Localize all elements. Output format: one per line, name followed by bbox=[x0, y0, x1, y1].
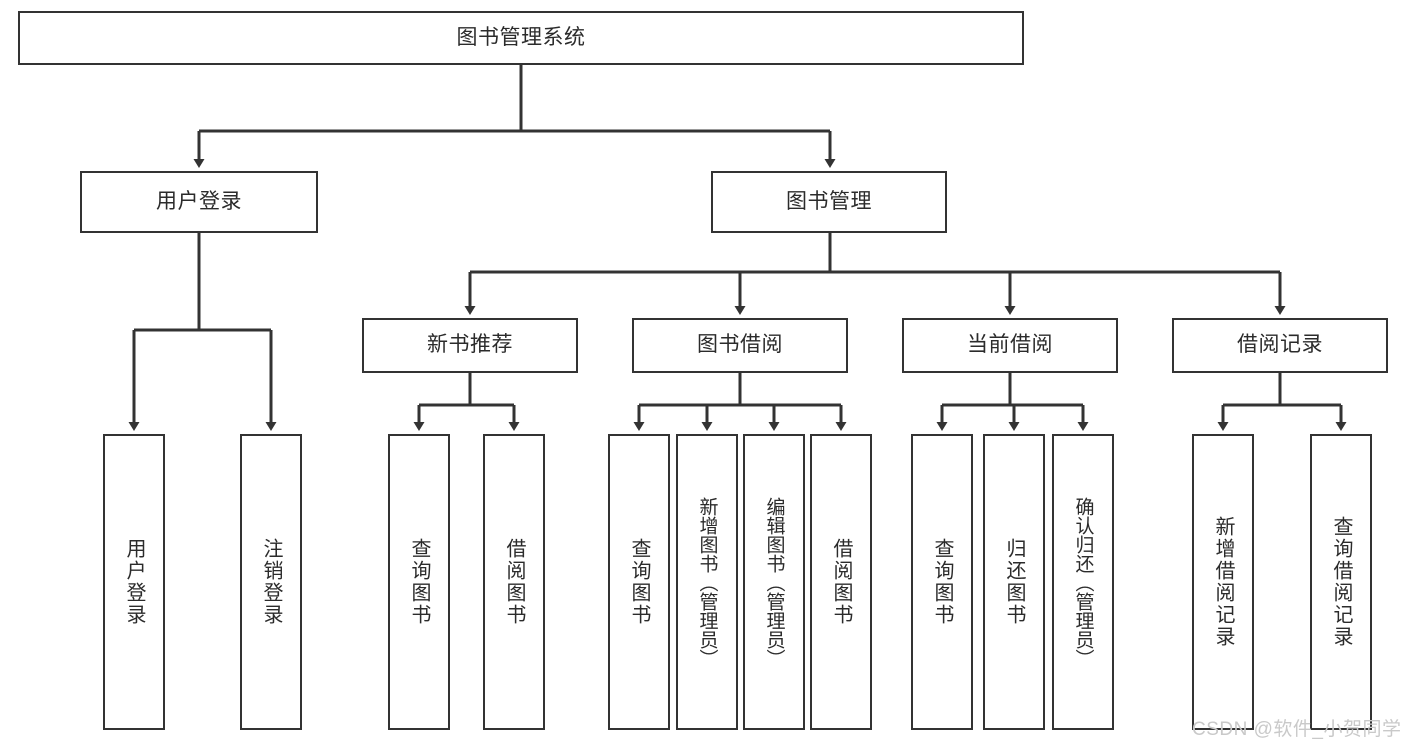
node-current-borrow[interactable]: 当前借阅 bbox=[902, 318, 1118, 373]
node-borrow-record-label: 借阅记录 bbox=[1237, 333, 1323, 357]
node-leaf-query-book-3[interactable]: 查询图书 bbox=[911, 434, 973, 730]
node-leaf-borrow-book-1-label: 借阅图书 bbox=[503, 538, 525, 626]
node-leaf-cancel-login[interactable]: 注销登录 bbox=[240, 434, 302, 730]
node-leaf-user-login[interactable]: 用户登录 bbox=[103, 434, 165, 730]
node-leaf-query-book-2-label: 查询图书 bbox=[628, 538, 650, 626]
node-leaf-query-book-1-label: 查询图书 bbox=[408, 538, 430, 626]
node-leaf-add-record-label: 新增借阅记录 bbox=[1212, 516, 1234, 648]
node-leaf-query-book-2[interactable]: 查询图书 bbox=[608, 434, 670, 730]
node-leaf-confirm-return[interactable]: 确认归还（管理员） bbox=[1052, 434, 1114, 730]
node-leaf-return-book-label: 归还图书 bbox=[1003, 538, 1025, 626]
node-root-label: 图书管理系统 bbox=[456, 25, 586, 49]
node-leaf-confirm-return-label: 确认归还（管理员） bbox=[1072, 496, 1094, 668]
node-leaf-add-book[interactable]: 新增图书（管理员） bbox=[676, 434, 738, 730]
node-borrow-record[interactable]: 借阅记录 bbox=[1172, 318, 1388, 373]
watermark-text: CSDN @软件_小贺同学 bbox=[1192, 719, 1402, 740]
node-book-borrow-label: 图书借阅 bbox=[697, 333, 783, 357]
node-current-borrow-label: 当前借阅 bbox=[967, 333, 1053, 357]
node-book-manage[interactable]: 图书管理 bbox=[711, 171, 947, 233]
node-leaf-user-login-label: 用户登录 bbox=[123, 538, 145, 626]
node-leaf-borrow-book-2-label: 借阅图书 bbox=[830, 538, 852, 626]
node-leaf-query-record[interactable]: 查询借阅记录 bbox=[1310, 434, 1372, 730]
node-leaf-cancel-login-label: 注销登录 bbox=[260, 538, 282, 626]
node-root[interactable]: 图书管理系统 bbox=[18, 11, 1024, 65]
node-book-borrow[interactable]: 图书借阅 bbox=[632, 318, 848, 373]
node-new-book-rec[interactable]: 新书推荐 bbox=[362, 318, 578, 373]
node-user-login-label: 用户登录 bbox=[156, 189, 242, 213]
node-leaf-borrow-book-1[interactable]: 借阅图书 bbox=[483, 434, 545, 730]
node-leaf-query-record-label: 查询借阅记录 bbox=[1330, 516, 1352, 648]
node-leaf-edit-book-label: 编辑图书（管理员） bbox=[763, 496, 785, 668]
node-leaf-add-book-label: 新增图书（管理员） bbox=[696, 496, 718, 668]
node-new-book-rec-label: 新书推荐 bbox=[427, 333, 513, 357]
node-book-manage-label: 图书管理 bbox=[786, 189, 872, 213]
node-user-login[interactable]: 用户登录 bbox=[80, 171, 318, 233]
node-leaf-borrow-book-2[interactable]: 借阅图书 bbox=[810, 434, 872, 730]
node-leaf-edit-book[interactable]: 编辑图书（管理员） bbox=[743, 434, 805, 730]
node-leaf-query-book-3-label: 查询图书 bbox=[931, 538, 953, 626]
node-leaf-return-book[interactable]: 归还图书 bbox=[983, 434, 1045, 730]
node-leaf-query-book-1[interactable]: 查询图书 bbox=[388, 434, 450, 730]
node-leaf-add-record[interactable]: 新增借阅记录 bbox=[1192, 434, 1254, 730]
